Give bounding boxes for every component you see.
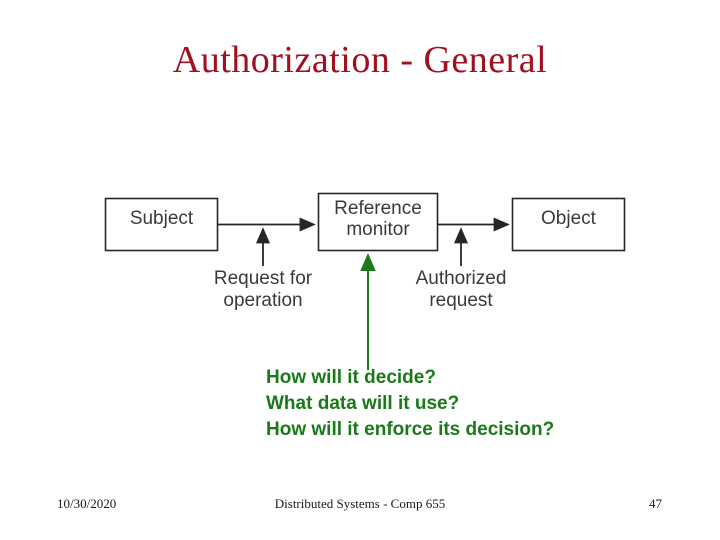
box-reference-monitor [317,192,439,252]
footer-date: 10/30/2020 [57,496,117,511]
question-line-3: How will it enforce its decision? [266,419,555,441]
box-object [511,197,626,252]
authorization-diagram: Subject Reference monitor Object Request… [0,180,720,370]
question-line-1: How will it decide? [266,367,436,388]
page-title: Authorization - General [172,39,548,81]
footer-page-number: 47 [649,496,662,511]
slide-footer: 10/30/2020 Distributed Systems - Comp 65… [0,496,720,516]
question-line-2: What data will it use? [266,393,460,415]
box-subject [104,197,219,252]
diagram-graphics [104,192,626,370]
footer-course-title: Distributed Systems - Comp 655 [274,496,446,511]
questions-block: How will it decide? What data will it us… [266,365,666,444]
